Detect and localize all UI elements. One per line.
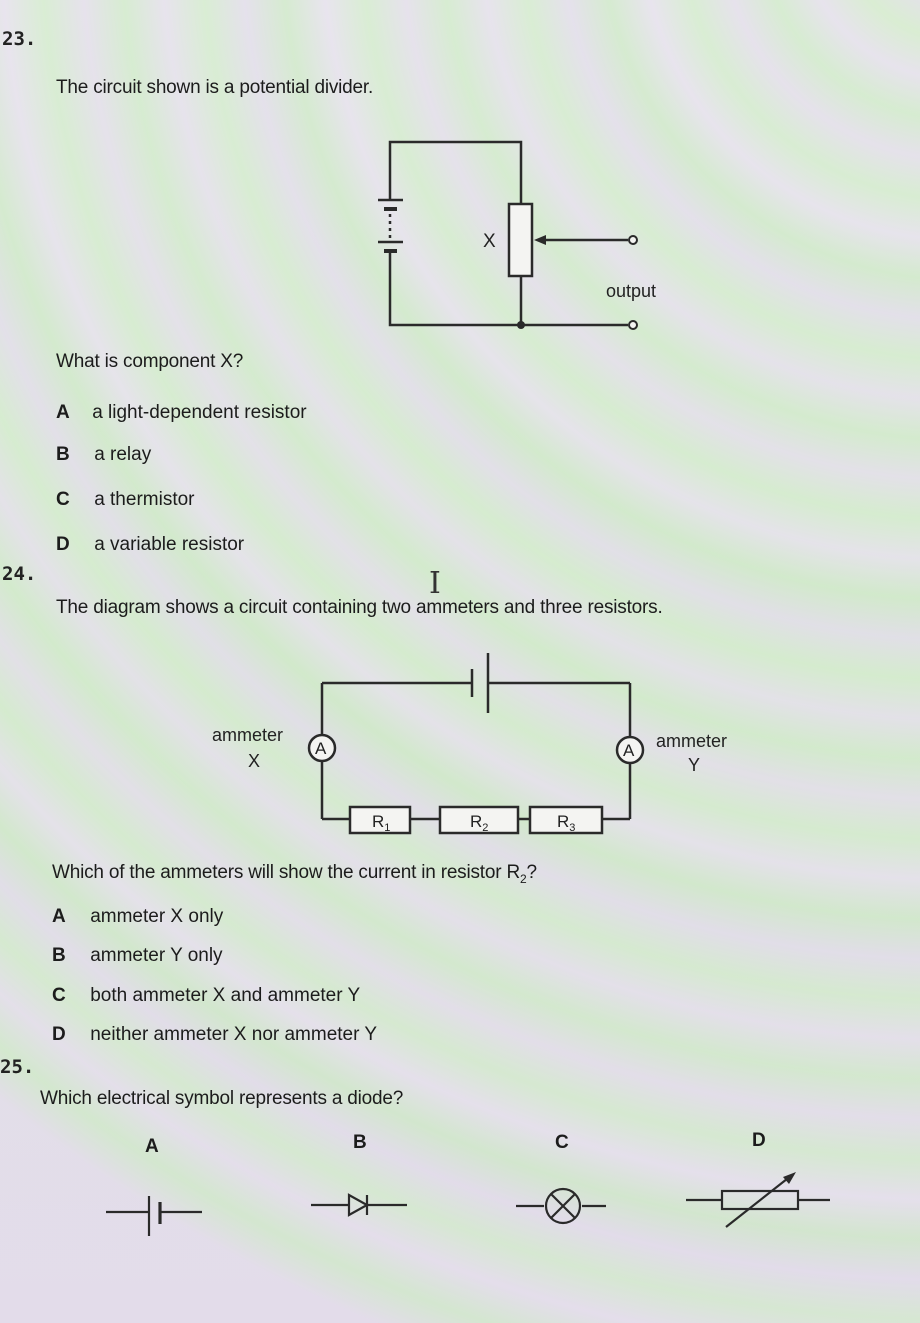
option-text: neither ammeter X nor ammeter Y [90, 1024, 378, 1045]
q24-option-d[interactable]: D neither ammeter X nor ammeter Y [52, 1024, 377, 1046]
q25-label-a: A [145, 1136, 159, 1157]
diode-symbol-icon[interactable] [305, 1185, 415, 1225]
option-text: a relay [94, 444, 152, 465]
q23-option-c[interactable]: C a thermistor [56, 489, 195, 511]
q23-option-b[interactable]: B a relay [56, 444, 151, 466]
slider-arrow-icon [534, 235, 546, 245]
option-letter: B [52, 945, 66, 966]
variable-arrow-icon [783, 1172, 796, 1184]
ammeter-circuit-diagram: A A ammeter X ammeter Y R1 R2 R3 [212, 653, 727, 835]
q25-label-b: B [353, 1132, 367, 1153]
q25-label-c: C [555, 1132, 569, 1153]
option-text: ammeter Y only [90, 945, 223, 966]
option-text: a light-dependent resistor [92, 402, 307, 423]
q23-option-a[interactable]: A a light-dependent resistor [56, 402, 307, 424]
ammeter-y-label: ammeter [656, 731, 727, 751]
q23-option-d[interactable]: D a variable resistor [56, 534, 244, 556]
text-cursor-icon: I [429, 566, 441, 601]
potential-divider-diagram: X output [378, 140, 656, 330]
ammeter-y-letter: Y [688, 755, 700, 775]
q24-option-b[interactable]: B ammeter Y only [52, 945, 223, 967]
option-letter: B [56, 444, 70, 465]
ammeter-x-letter: X [248, 751, 260, 771]
q24-option-a[interactable]: A ammeter X only [52, 906, 223, 928]
option-text: a thermistor [94, 489, 195, 510]
option-letter: C [52, 985, 66, 1006]
resistor-r2-label: R2 [470, 812, 488, 834]
question-23-prompt: What is component X? [56, 351, 244, 372]
option-text: both ammeter X and ammeter Y [90, 985, 361, 1006]
component-x-label: X [483, 231, 496, 252]
question-24-number: 24. [2, 563, 37, 585]
ammeter-x-label: ammeter [212, 725, 283, 745]
resistor-r1-label: R1 [372, 812, 390, 834]
option-letter: C [56, 489, 70, 510]
ammeter-y-symbol: A [623, 741, 635, 760]
option-text: ammeter X only [90, 906, 224, 927]
output-terminal-icon [628, 320, 638, 330]
question-23-number: 23. [2, 28, 37, 50]
option-letter: A [56, 402, 70, 423]
output-label: output [606, 281, 656, 301]
output-terminal-icon [628, 235, 638, 245]
question-24-prompt-text: Which of the ammeters will show the curr… [52, 862, 520, 883]
q24-option-c[interactable]: C both ammeter X and ammeter Y [52, 985, 360, 1007]
question-24-subscript: 2 [519, 871, 527, 886]
option-letter: D [56, 534, 70, 555]
cell-symbol-icon[interactable] [100, 1180, 210, 1240]
resistor-r3-label: R3 [557, 812, 575, 834]
option-letter: A [52, 906, 66, 927]
ammeter-x-symbol: A [315, 739, 327, 758]
question-24-prompt-end: ? [526, 862, 537, 883]
variable-resistor-symbol-icon[interactable] [680, 1165, 840, 1235]
question-24-stem: The diagram shows a circuit containing t… [56, 597, 663, 618]
option-letter: D [52, 1024, 66, 1045]
question-25-number: 25. [0, 1056, 35, 1078]
option-text: a variable resistor [94, 534, 245, 555]
question-25-prompt: Which electrical symbol represents a dio… [40, 1088, 404, 1109]
q25-label-d: D [752, 1130, 766, 1151]
lamp-symbol-icon[interactable] [510, 1183, 610, 1229]
junction-dot-icon [517, 321, 525, 329]
question-24-prompt: Which of the ammeters will show the curr… [52, 862, 537, 886]
question-23-stem: The circuit shown is a potential divider… [56, 77, 374, 98]
